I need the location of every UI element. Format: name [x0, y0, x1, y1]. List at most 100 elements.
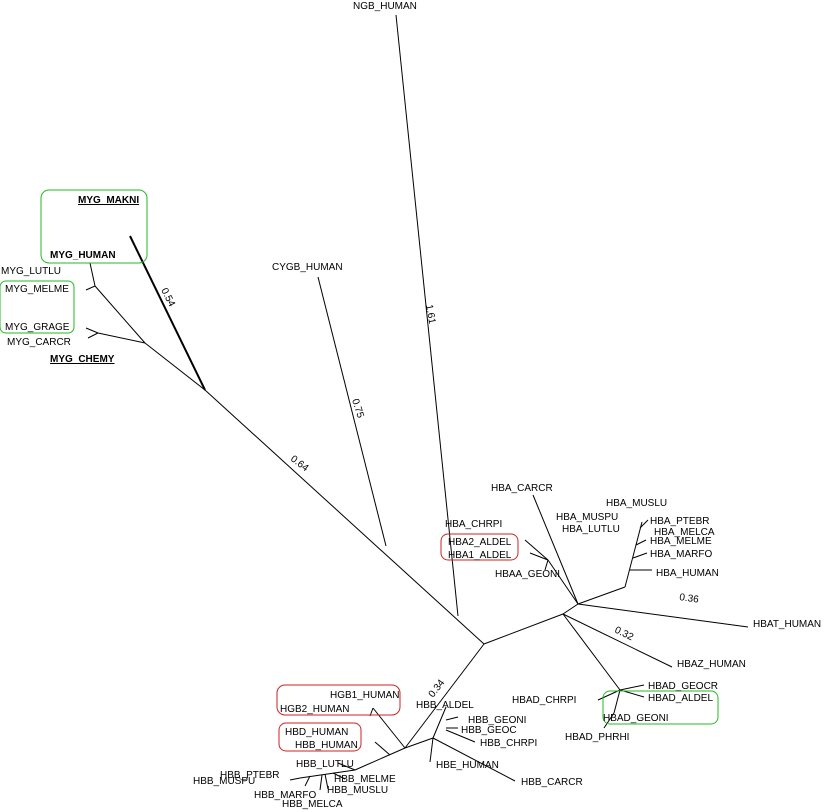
leaf-hbat-human: HBAT_HUMAN — [753, 619, 821, 630]
edge-myg-inner2 — [94, 285, 146, 344]
edge-hbad-geoni — [613, 689, 621, 714]
leaf-hbb-geoc: HBB_GEOC — [461, 725, 517, 736]
box-myg-melme-grage — [0, 280, 75, 334]
branch-length-myoglobin-clade: 0.64 — [288, 454, 311, 475]
edge-myg-carcr-tick1 — [85, 327, 99, 334]
edge-hba-aldel — [547, 559, 579, 605]
leaf-ngb-human: NGB_HUMAN — [353, 1, 417, 12]
leaf-hba-carcr: HBA_CARCR — [491, 483, 553, 494]
edge-hbb-t5 — [324, 773, 329, 790]
leaf-hbad-geoni: HBAD_GEONI — [603, 713, 669, 724]
leaf-hbd-human: HBD_HUMAN — [285, 727, 348, 738]
leaf-hba-melca: HBA_MELCA — [654, 527, 715, 538]
edge-hbad-geocr — [619, 684, 645, 691]
leaf-hbb-aldel: HBB_ALDEL — [416, 700, 474, 711]
leaf-hbb-muspu: HBB_MUSPU — [193, 776, 255, 787]
leaf-hbe-human: HBE_HUMAN — [436, 760, 499, 771]
edge-hba-mammal-t1 — [639, 519, 649, 529]
edge-myg-carcr-tick2 — [87, 332, 99, 339]
leaf-hbb-chrpi: HBB_CHRPI — [480, 738, 537, 749]
edge-hba-aldel-t1 — [524, 539, 549, 561]
box-hbad-aldel-geoni — [602, 690, 719, 725]
leaf-hbb-muslu: HBB_MUSLU — [327, 785, 388, 796]
leaf-hbb-ptebr: HBB_PTEBR — [220, 770, 279, 781]
edge-hbb-t2 — [304, 775, 311, 787]
edge-myg-carcr — [97, 332, 146, 344]
leaf-hbb-geoni: HBB_GEONI — [468, 715, 526, 726]
edge-hba-geoni — [544, 559, 549, 571]
leaf-hbb-marfo: HBB_MARFO — [254, 790, 316, 801]
edge-hbb-t4 — [332, 772, 346, 780]
leaf-hba-muspu: HBA_MUSPU — [556, 512, 618, 523]
leaf-hba-chrpi: HBA_CHRPI — [445, 519, 502, 530]
leaf-hbb-melme: HBB_MELME — [334, 774, 396, 785]
edge-hba-main — [577, 586, 626, 605]
branch-length-labels: 1.61 0.54 0.75 0.64 0.36 0.32 0.34 — [158, 286, 699, 699]
leaf-hbb-carcr: HBB_CARCR — [521, 777, 583, 788]
box-hgb-human — [276, 684, 401, 716]
edge-beta-main — [354, 747, 406, 771]
edge-hba-mammal — [624, 521, 643, 588]
edge-hba-mammal-t3 — [632, 552, 648, 559]
leaf-myg-human: MYG_HUMAN — [50, 250, 116, 261]
leaf-hba-lutlu: HBA_LUTLU — [562, 524, 620, 535]
edge-hbb-lutlu — [337, 762, 356, 771]
leaf-hbad-phrhi: HBAD_PHRHI — [565, 732, 629, 743]
edge-hbb-t3 — [319, 774, 323, 791]
leaf-myg-makni: MYG_MAKNI — [78, 195, 139, 206]
edge-myg-lutlu — [85, 285, 96, 291]
leaf-hba-human: HBA_HUMAN — [656, 568, 719, 579]
leaf-cygb-human: CYGB_HUMAN — [272, 262, 343, 273]
leaf-hba-ptebr: HBA_PTEBR — [650, 516, 709, 527]
edge-hba-stem — [562, 603, 579, 615]
edge-hbad — [562, 613, 621, 691]
leaf-hbb-lutlu: HBB_LUTLU — [296, 759, 354, 770]
edge-root-to-myg — [204, 389, 485, 645]
edge-hbad-phrhi — [603, 712, 615, 729]
leaf-hba-melme: HBA_MELME — [650, 536, 712, 547]
box-hba-aldel — [440, 533, 519, 561]
leaf-hba-muslu: HBA_MUSLU — [606, 498, 667, 509]
edge-hbb-t1 — [289, 777, 301, 781]
branches — [85, 14, 749, 791]
edge-hbad-chrpi — [597, 689, 621, 701]
edge-myg-makni — [129, 235, 206, 391]
edge-hgb — [372, 707, 406, 749]
edge-hba-mammal-t2 — [635, 539, 647, 546]
box-hbd-hbb-human — [278, 722, 362, 752]
edge-ngb — [395, 14, 459, 617]
edge-myg-human — [89, 262, 96, 287]
edge-hbe — [429, 737, 434, 763]
edge-root-to-hba — [483, 613, 564, 645]
leaf-myg-grage: MYG_GRAGE — [5, 322, 70, 333]
edge-hbaz — [562, 613, 673, 668]
leaf-hba1-aldel: HBA1_ALDEL — [448, 550, 512, 561]
leaf-myg-melme: MYG_MELME — [5, 284, 69, 295]
leaf-myg-chemy: MYG_CHEMY — [50, 354, 115, 365]
edge-hbb-chrpi — [445, 729, 476, 743]
edge-hbd — [374, 741, 391, 756]
edge-hbb-geoni — [445, 716, 459, 721]
leaf-myg-carcr: MYG_CARCR — [7, 337, 71, 348]
edge-hbb-carcr — [432, 737, 516, 782]
leaf-hba-marfo: HBA_MARFO — [650, 549, 712, 560]
leaf-hbaz-human: HBAZ_HUMAN — [677, 659, 746, 670]
edge-hba-aldel-t2 — [529, 552, 549, 561]
edge-root-to-beta — [404, 643, 485, 749]
edge-hbe-group — [404, 737, 434, 749]
edge-myg-inner — [144, 342, 206, 391]
edge-hbb-aldel — [432, 706, 447, 739]
leaf-hbb-human: HBB_HUMAN — [295, 740, 358, 751]
leaf-hbad-chrpi: HBAD_CHRPI — [512, 695, 576, 706]
edge-cygb — [317, 276, 387, 547]
leaf-hbb-melca: HBB_MELCA — [282, 799, 343, 810]
edge-hba-carcr — [532, 494, 579, 605]
leaf-hba2-aldel: HBA2_ALDEL — [448, 537, 512, 548]
edge-hbat — [577, 603, 749, 628]
branch-length-hbaz: 0.32 — [613, 625, 636, 644]
leaf-hbad-geocr: HBAD_GEOCR — [648, 681, 718, 692]
branch-length-hbat: 0.36 — [679, 592, 700, 606]
